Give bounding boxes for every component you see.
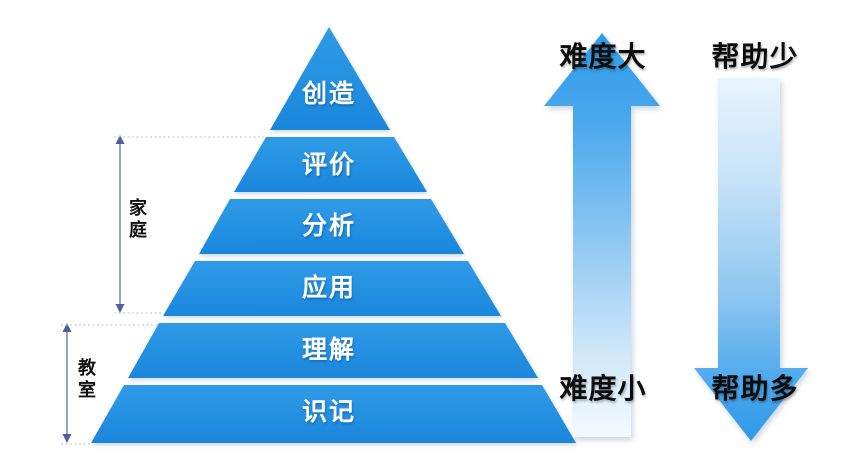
level-label-evaluate: 评价 <box>301 151 356 179</box>
pyramid-level-understand <box>128 323 538 378</box>
level-label-create: 创造 <box>301 80 356 108</box>
pyramid-level-remember <box>91 385 576 443</box>
help-down-arrow <box>694 78 808 441</box>
level-label-analyze: 分析 <box>301 212 356 240</box>
difficulty-high-label: 难度大 <box>559 41 647 72</box>
classroom-bracket-arrowhead-bottom <box>62 434 72 443</box>
difficulty-low-label: 难度小 <box>559 373 647 404</box>
level-label-remember: 识记 <box>301 398 356 426</box>
pyramid-level-create <box>270 27 390 130</box>
classroom-bracket-label: 教室 <box>76 358 96 402</box>
pyramid-level-apply <box>163 261 501 316</box>
help-low-label: 帮助少 <box>711 41 799 72</box>
home-bracket-arrowhead-bottom <box>115 304 125 313</box>
pyramid-level-evaluate <box>234 137 427 192</box>
pyramid-level-analyze <box>199 199 464 254</box>
difficulty-up-arrow <box>544 33 660 437</box>
home-bracket-label: 家庭 <box>127 198 147 242</box>
level-label-apply: 应用 <box>301 274 356 302</box>
level-label-understand: 理解 <box>301 336 356 364</box>
home-bracket-arrowhead-top <box>115 135 125 144</box>
classroom-bracket-arrowhead-top <box>62 323 72 332</box>
help-high-label: 帮助多 <box>711 373 799 404</box>
